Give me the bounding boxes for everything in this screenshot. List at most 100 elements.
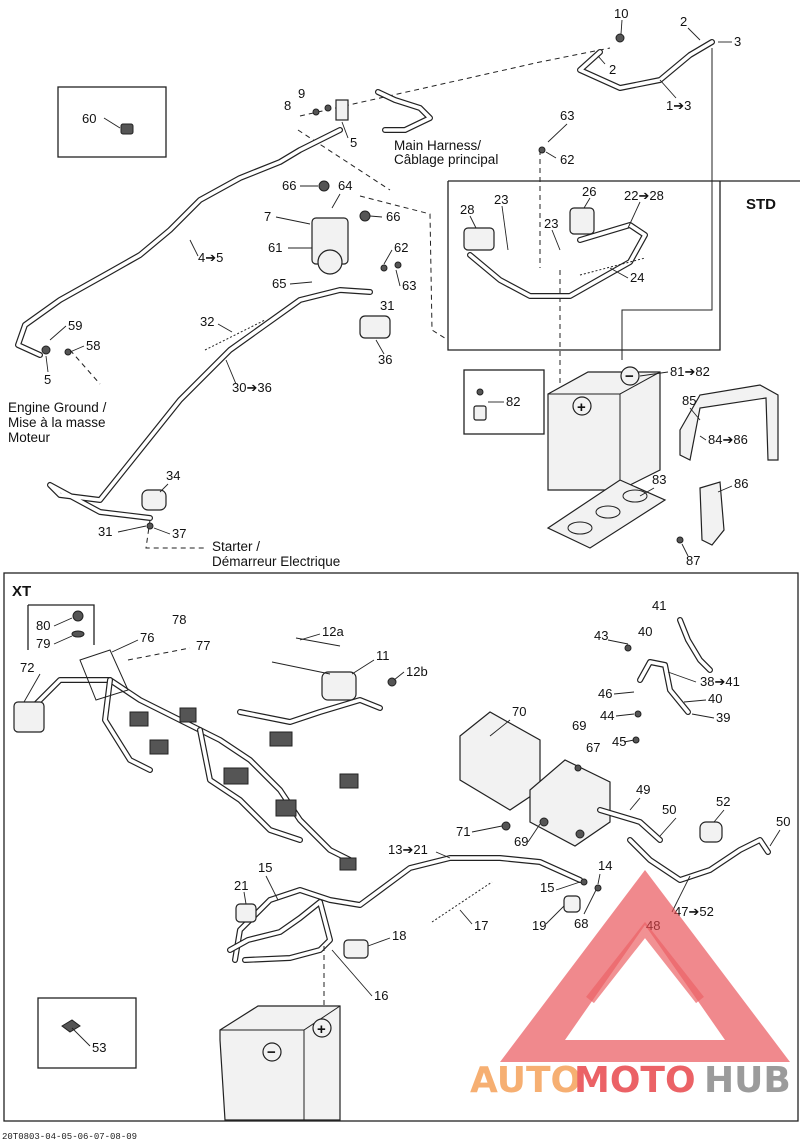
callout-58: 58 bbox=[86, 338, 100, 353]
callout-59: 59 bbox=[68, 318, 82, 333]
bracket-86 bbox=[699, 481, 725, 546]
std-cable-22 bbox=[467, 222, 648, 299]
callout-66a: 66 bbox=[282, 178, 296, 193]
battery-tray-83 bbox=[546, 479, 667, 549]
callout-38-41: 38➔41 bbox=[700, 674, 740, 689]
terminal-boot-28 bbox=[463, 227, 495, 251]
main-harness-label-en: Main Harness/ bbox=[394, 138, 481, 153]
inset-box-82 bbox=[463, 369, 545, 435]
inset-box-80 bbox=[27, 604, 95, 650]
watermark-auto: AUTO bbox=[470, 1060, 581, 1101]
callout-3: 3 bbox=[734, 34, 741, 49]
callout-2b: 2 bbox=[609, 62, 616, 77]
xt-section-frame bbox=[3, 572, 799, 1122]
terminal-boot-21 bbox=[235, 903, 257, 923]
callout-53: 53 bbox=[92, 1040, 106, 1055]
dash-to-std bbox=[359, 195, 449, 341]
callout-23b: 23 bbox=[544, 216, 558, 231]
solenoid-11 bbox=[321, 671, 357, 701]
main-harness-label-fr: Câblage principal bbox=[394, 152, 498, 167]
connector-e bbox=[269, 731, 293, 747]
callout-22-28: 22➔28 bbox=[624, 188, 664, 203]
callout-65: 65 bbox=[272, 276, 286, 291]
callouts-top: 10 2 3 2 1➔3 9 8 5 60 63 62 66 64 7 66 6… bbox=[44, 6, 748, 568]
callout-5b: 5 bbox=[44, 372, 51, 387]
std-battery bbox=[547, 366, 661, 491]
callout-50b: 50 bbox=[776, 814, 790, 829]
callout-16: 16 bbox=[374, 988, 388, 1003]
callout-8: 8 bbox=[284, 98, 291, 113]
callout-50a: 50 bbox=[662, 802, 676, 817]
callout-82: 82 bbox=[506, 394, 520, 409]
dash-engine-ground bbox=[69, 349, 101, 385]
callout-63b: 63 bbox=[402, 278, 416, 293]
cable-13 bbox=[232, 855, 583, 963]
inset-box-60 bbox=[57, 86, 167, 158]
connector-g bbox=[339, 773, 359, 789]
cable-4 bbox=[15, 127, 343, 358]
cable-xt-lower bbox=[237, 697, 383, 725]
watermark-logo-triangle bbox=[500, 870, 790, 1062]
callout-70: 70 bbox=[512, 704, 526, 719]
dash-starter bbox=[145, 519, 205, 549]
callout-47-52: 47➔52 bbox=[674, 904, 714, 919]
starter-label-1: Starter / bbox=[212, 539, 260, 554]
battery-strap-84 bbox=[679, 384, 779, 461]
starter-label-2: Démarreur Electrique bbox=[212, 554, 340, 569]
callout-18: 18 bbox=[392, 928, 406, 943]
automotohub-watermark: AUTO MOTO HUB bbox=[470, 870, 791, 1101]
callout-45: 45 bbox=[612, 734, 626, 749]
std-section-label: STD bbox=[746, 196, 776, 213]
callout-5a: 5 bbox=[350, 135, 357, 150]
callout-62a: 62 bbox=[560, 152, 574, 167]
callout-36: 36 bbox=[378, 352, 392, 367]
relay-box-67 bbox=[529, 759, 611, 847]
callout-11: 11 bbox=[376, 648, 390, 663]
callout-39: 39 bbox=[716, 710, 730, 725]
watermark-hub: HUB bbox=[704, 1060, 791, 1101]
connector-b bbox=[149, 739, 169, 755]
callout-15a: 15 bbox=[540, 880, 554, 895]
callout-77: 77 bbox=[196, 638, 210, 653]
starter-boot-34 bbox=[141, 489, 167, 511]
callout-32: 32 bbox=[200, 314, 214, 329]
connector-a bbox=[129, 711, 149, 727]
callout-71: 71 bbox=[456, 824, 470, 839]
engine-ground-label-2: Mise à la masse bbox=[8, 415, 106, 430]
callout-34: 34 bbox=[166, 468, 180, 483]
callout-40a: 40 bbox=[638, 624, 652, 639]
callout-61: 61 bbox=[268, 240, 282, 255]
xt-battery bbox=[219, 1005, 341, 1121]
spiral-wrap-24 bbox=[579, 257, 646, 276]
engine-ground-label-3: Moteur bbox=[8, 430, 51, 445]
callout-66b: 66 bbox=[386, 209, 400, 224]
terminal-boot-26 bbox=[569, 207, 595, 235]
callout-86: 86 bbox=[734, 476, 748, 491]
spiral-wrap-32 bbox=[204, 319, 266, 351]
callout-41: 41 bbox=[652, 598, 666, 613]
callouts-xt: 80 79 76 78 77 72 12a 11 12b 41 43 40 38… bbox=[20, 598, 790, 1055]
footer-code: 20T0803-04-05-06-07-08-09 bbox=[2, 1132, 137, 1142]
callout-46: 46 bbox=[598, 686, 612, 701]
callout-19: 19 bbox=[532, 918, 546, 933]
terminal-boot-18 bbox=[343, 939, 369, 959]
connector-h bbox=[339, 857, 357, 871]
leader-lines bbox=[23, 19, 781, 1047]
callout-60: 60 bbox=[82, 111, 96, 126]
callout-69a: 69 bbox=[572, 718, 586, 733]
connector-d bbox=[223, 767, 249, 785]
callout-83: 83 bbox=[652, 472, 666, 487]
callout-13-21: 13➔21 bbox=[388, 842, 428, 857]
callout-84-86: 84➔86 bbox=[708, 432, 748, 447]
callout-2a: 2 bbox=[680, 14, 687, 29]
callout-67: 67 bbox=[586, 740, 600, 755]
xt-battery-minus: − bbox=[267, 1044, 276, 1061]
callout-4-5: 4➔5 bbox=[198, 250, 223, 265]
callout-21: 21 bbox=[234, 878, 248, 893]
connector-c bbox=[179, 707, 197, 723]
mount-plate-70 bbox=[459, 711, 541, 811]
callout-81-82: 81➔82 bbox=[670, 364, 710, 379]
callout-72: 72 bbox=[20, 660, 34, 675]
callout-30-36: 30➔36 bbox=[232, 380, 272, 395]
